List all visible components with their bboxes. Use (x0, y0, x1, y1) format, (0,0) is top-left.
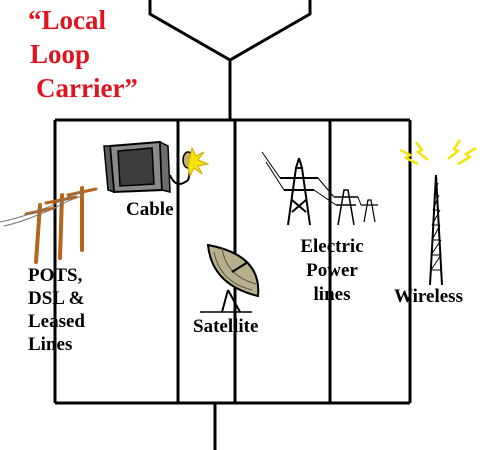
label-pots-line-1: POTS, (28, 265, 83, 286)
title-line-1: “Local (28, 5, 106, 35)
label-pots-line-3: Leased (28, 311, 85, 332)
satellite-dish-icon (200, 243, 260, 313)
label-pots-line-4: Lines (28, 334, 73, 355)
top-funnel-line (148, 0, 312, 62)
label-power-line-2: Power (306, 260, 358, 281)
television-plug-icon (103, 140, 210, 194)
label-pots: POTS, DSL & Leased Lines (28, 265, 85, 357)
label-pots-line-2: DSL & (28, 288, 85, 309)
title-line-2: Loop (30, 39, 91, 69)
radio-tower-icon (399, 139, 477, 286)
label-cable: Cable (126, 199, 174, 220)
title-line-3: Carrier” (36, 73, 138, 103)
label-wireless: Wireless (394, 286, 463, 307)
label-power: Electric Power lines (290, 236, 374, 308)
connector-lines (53, 0, 412, 450)
label-power-line-3: lines (313, 284, 351, 305)
telephone-poles-icon (0, 186, 98, 264)
label-satellite: Satellite (193, 316, 259, 337)
power-pylons-icon (261, 151, 378, 226)
label-power-line-1: Electric (300, 236, 364, 257)
